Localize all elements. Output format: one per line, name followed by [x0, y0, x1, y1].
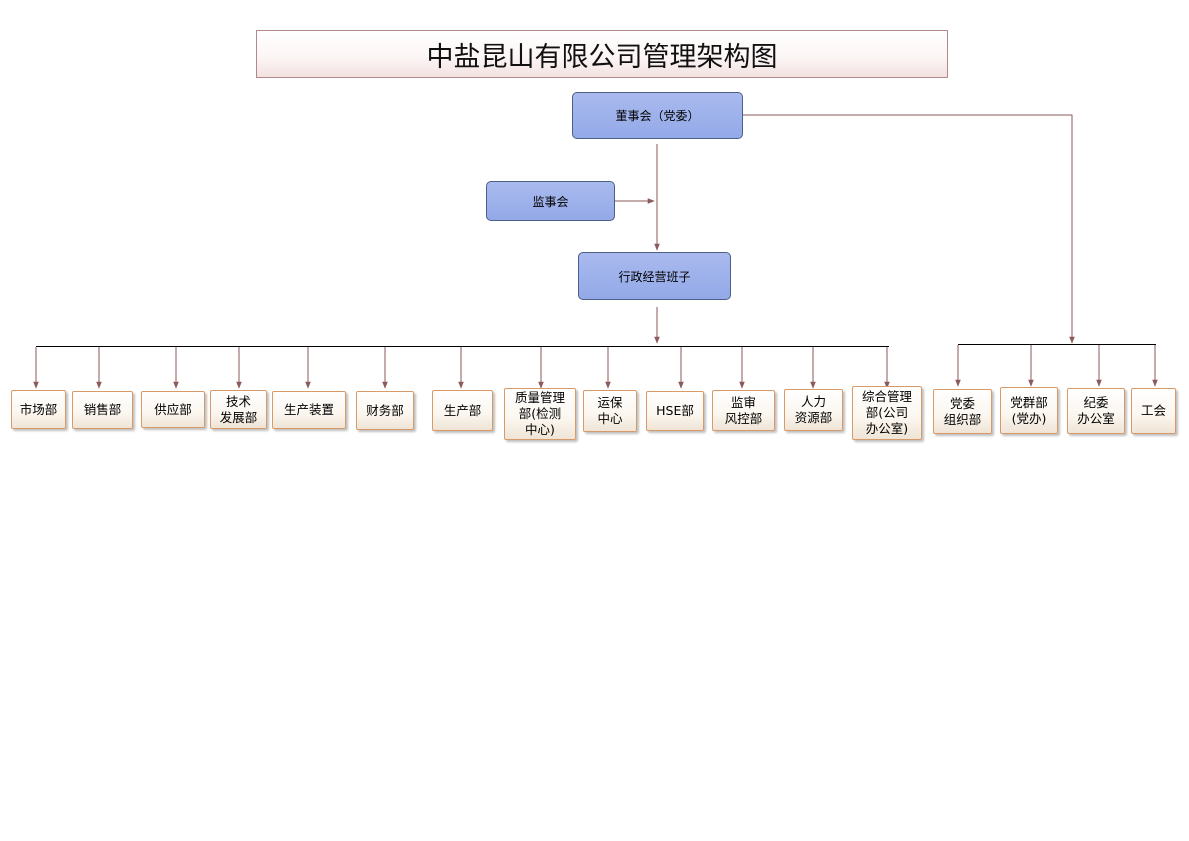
dept-box-quality: 质量管理 部(检测 中心): [504, 388, 576, 440]
dept-box-sales: 销售部: [72, 391, 133, 429]
supervisory-board-box: 监事会: [486, 181, 615, 221]
dept-box-production: 生产部: [432, 390, 493, 431]
party-box-mass-work: 党群部 (党办): [1000, 387, 1058, 434]
dept-box-production-unit: 生产装置: [272, 391, 346, 429]
dept-box-general-admin: 综合管理 部(公司 办公室): [852, 386, 922, 440]
party-box-union: 工会: [1131, 388, 1176, 434]
party-box-organization: 党委 组织部: [933, 389, 992, 434]
executive-team-box: 行政经营班子: [578, 252, 731, 300]
dept-box-hr: 人力 资源部: [784, 389, 843, 431]
dept-box-hse: HSE部: [646, 391, 704, 431]
board-to-party-line: [743, 114, 1075, 344]
board-party-committee-box: 董事会（党委）: [572, 92, 743, 139]
dept-box-finance: 财务部: [356, 391, 414, 430]
dept-box-tech-dev: 技术 发展部: [210, 390, 267, 429]
dept-box-supply: 供应部: [141, 391, 205, 428]
dept-box-market: 市场部: [11, 390, 66, 429]
dept-box-audit-risk: 监审 风控部: [712, 390, 775, 431]
party-box-discipline: 纪委 办公室: [1067, 388, 1125, 434]
dept-box-operations-support: 运保 中心: [583, 390, 637, 432]
chart-title: 中盐昆山有限公司管理架构图: [256, 30, 948, 78]
